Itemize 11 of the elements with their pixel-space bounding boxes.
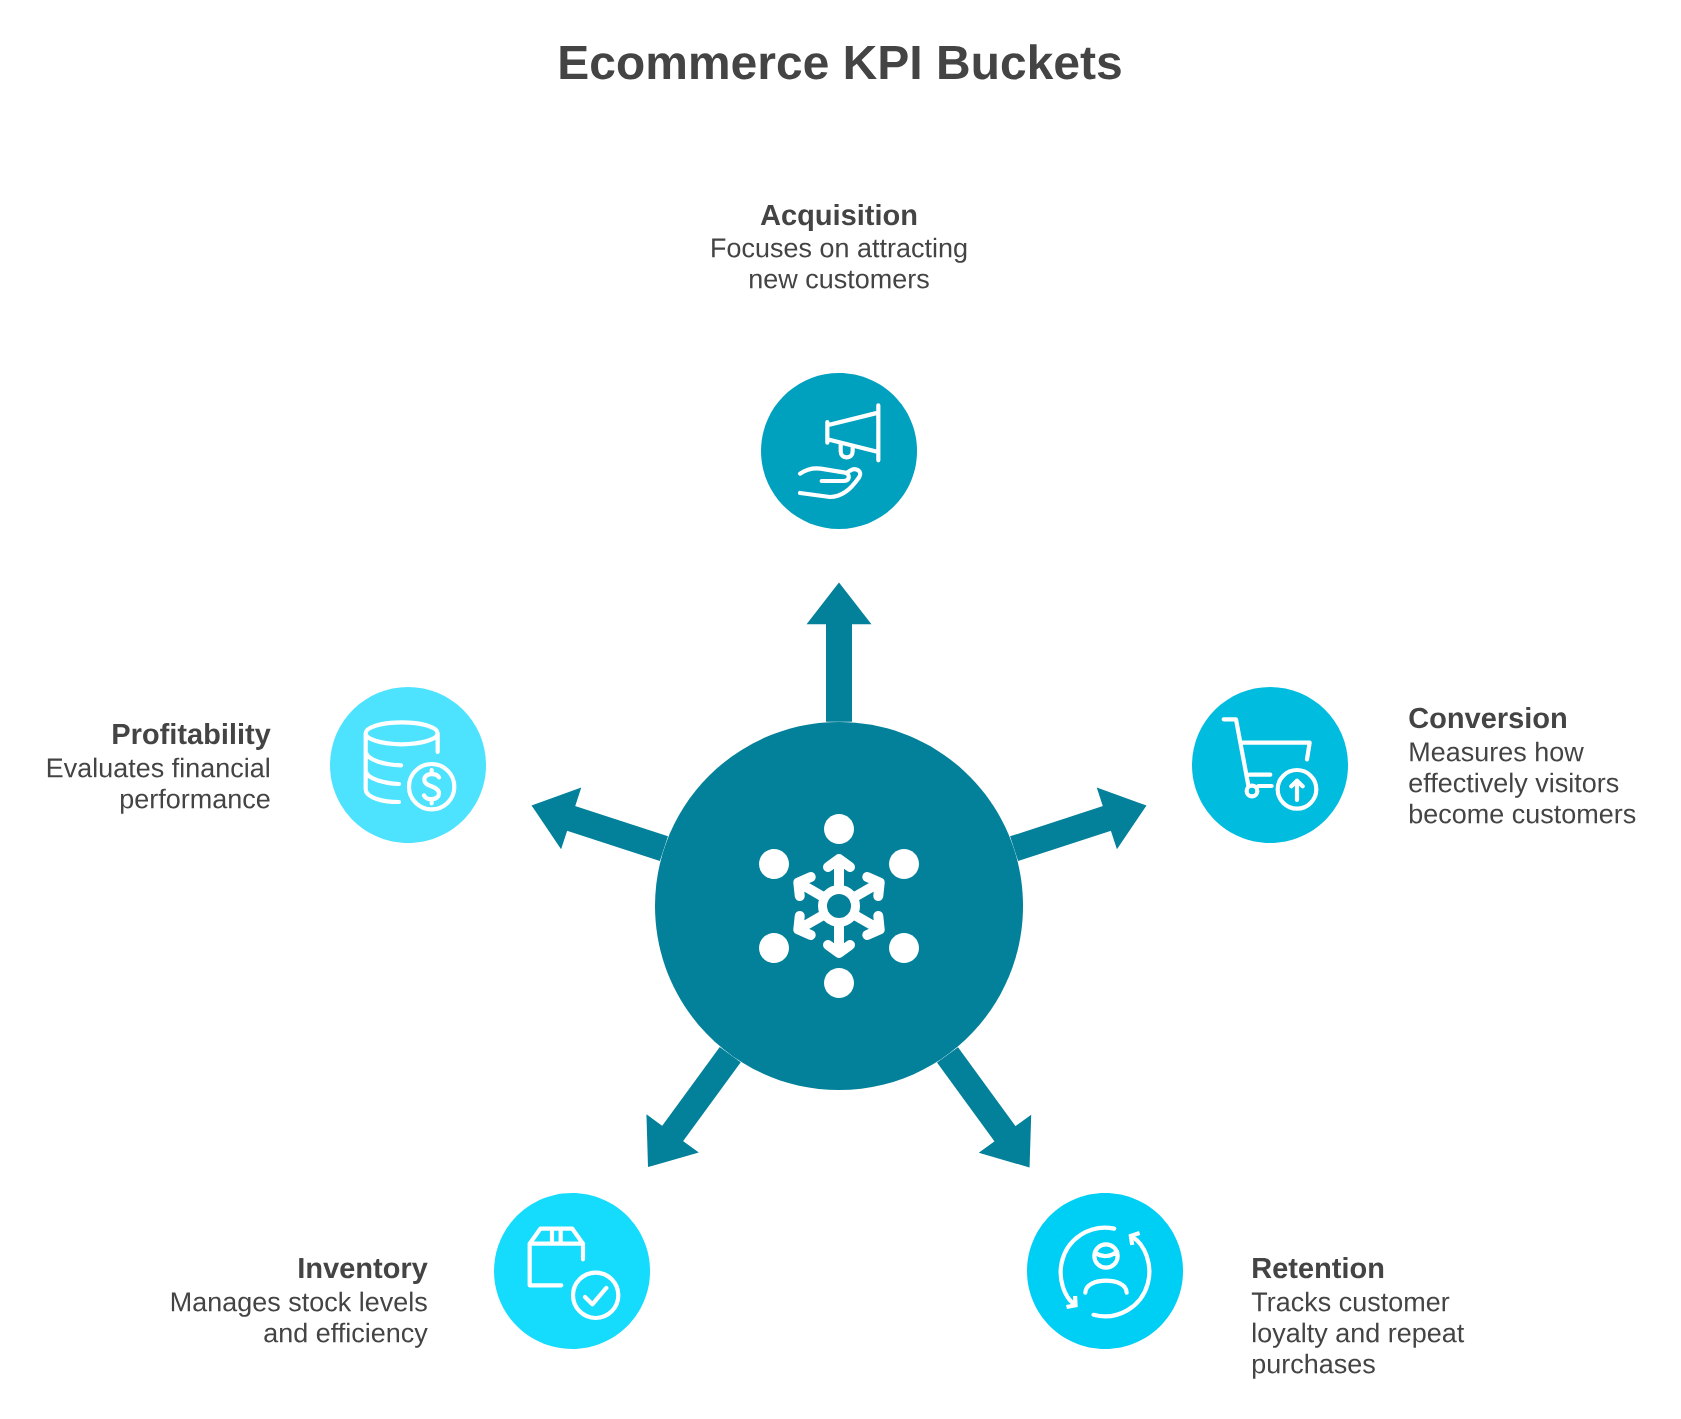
- heading: Profitability: [113, 723, 271, 750]
- title: Ecommerce KPI Buckets: [560, 44, 1121, 80]
- description: Tracks customer loyalty and repeat purchases: [1251, 1291, 1465, 1379]
- heading: Retention: [1253, 1257, 1384, 1279]
- heading: Acquisition: [760, 204, 917, 231]
- description: Manages stock levels and efficiency: [171, 1291, 428, 1348]
- heading: Conversion: [1409, 707, 1566, 729]
- description: Evaluates financial performance: [47, 757, 270, 814]
- description: Measures how effectively visitors become customers: [1409, 741, 1636, 824]
- description: Focuses on attracting new customers: [712, 237, 967, 289]
- heading: Inventory: [299, 1258, 428, 1284]
